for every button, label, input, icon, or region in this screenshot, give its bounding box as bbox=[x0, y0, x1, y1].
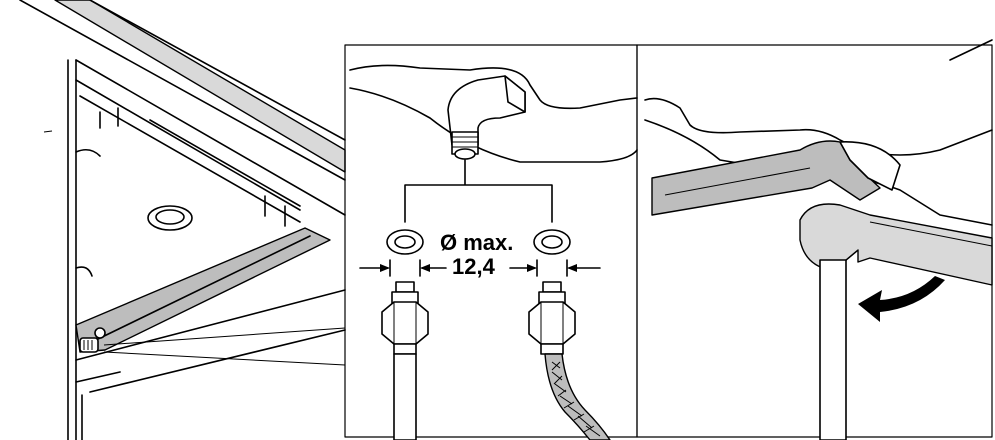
detail-panel-wrench bbox=[636, 39, 993, 440]
wrench-lower bbox=[799, 203, 993, 286]
hose-nut-right bbox=[528, 281, 611, 440]
seal-ring-left bbox=[386, 229, 424, 255]
seal-ring-right bbox=[533, 229, 571, 255]
wrench-upper bbox=[651, 140, 901, 216]
diameter-label: Ø max. bbox=[440, 230, 513, 255]
detail-panel-seal: Ø max. 12,4 bbox=[344, 44, 638, 440]
foot-circle bbox=[147, 205, 193, 231]
hose-nut-left bbox=[381, 281, 429, 440]
appliance-underside-view bbox=[19, 0, 346, 440]
diameter-value: 12,4 bbox=[452, 254, 496, 279]
inlet-elbow-fitting bbox=[447, 75, 526, 160]
inlet-connector-small bbox=[79, 327, 106, 353]
dimension-arrows bbox=[359, 259, 601, 277]
curved-arrow-icon bbox=[858, 276, 945, 322]
